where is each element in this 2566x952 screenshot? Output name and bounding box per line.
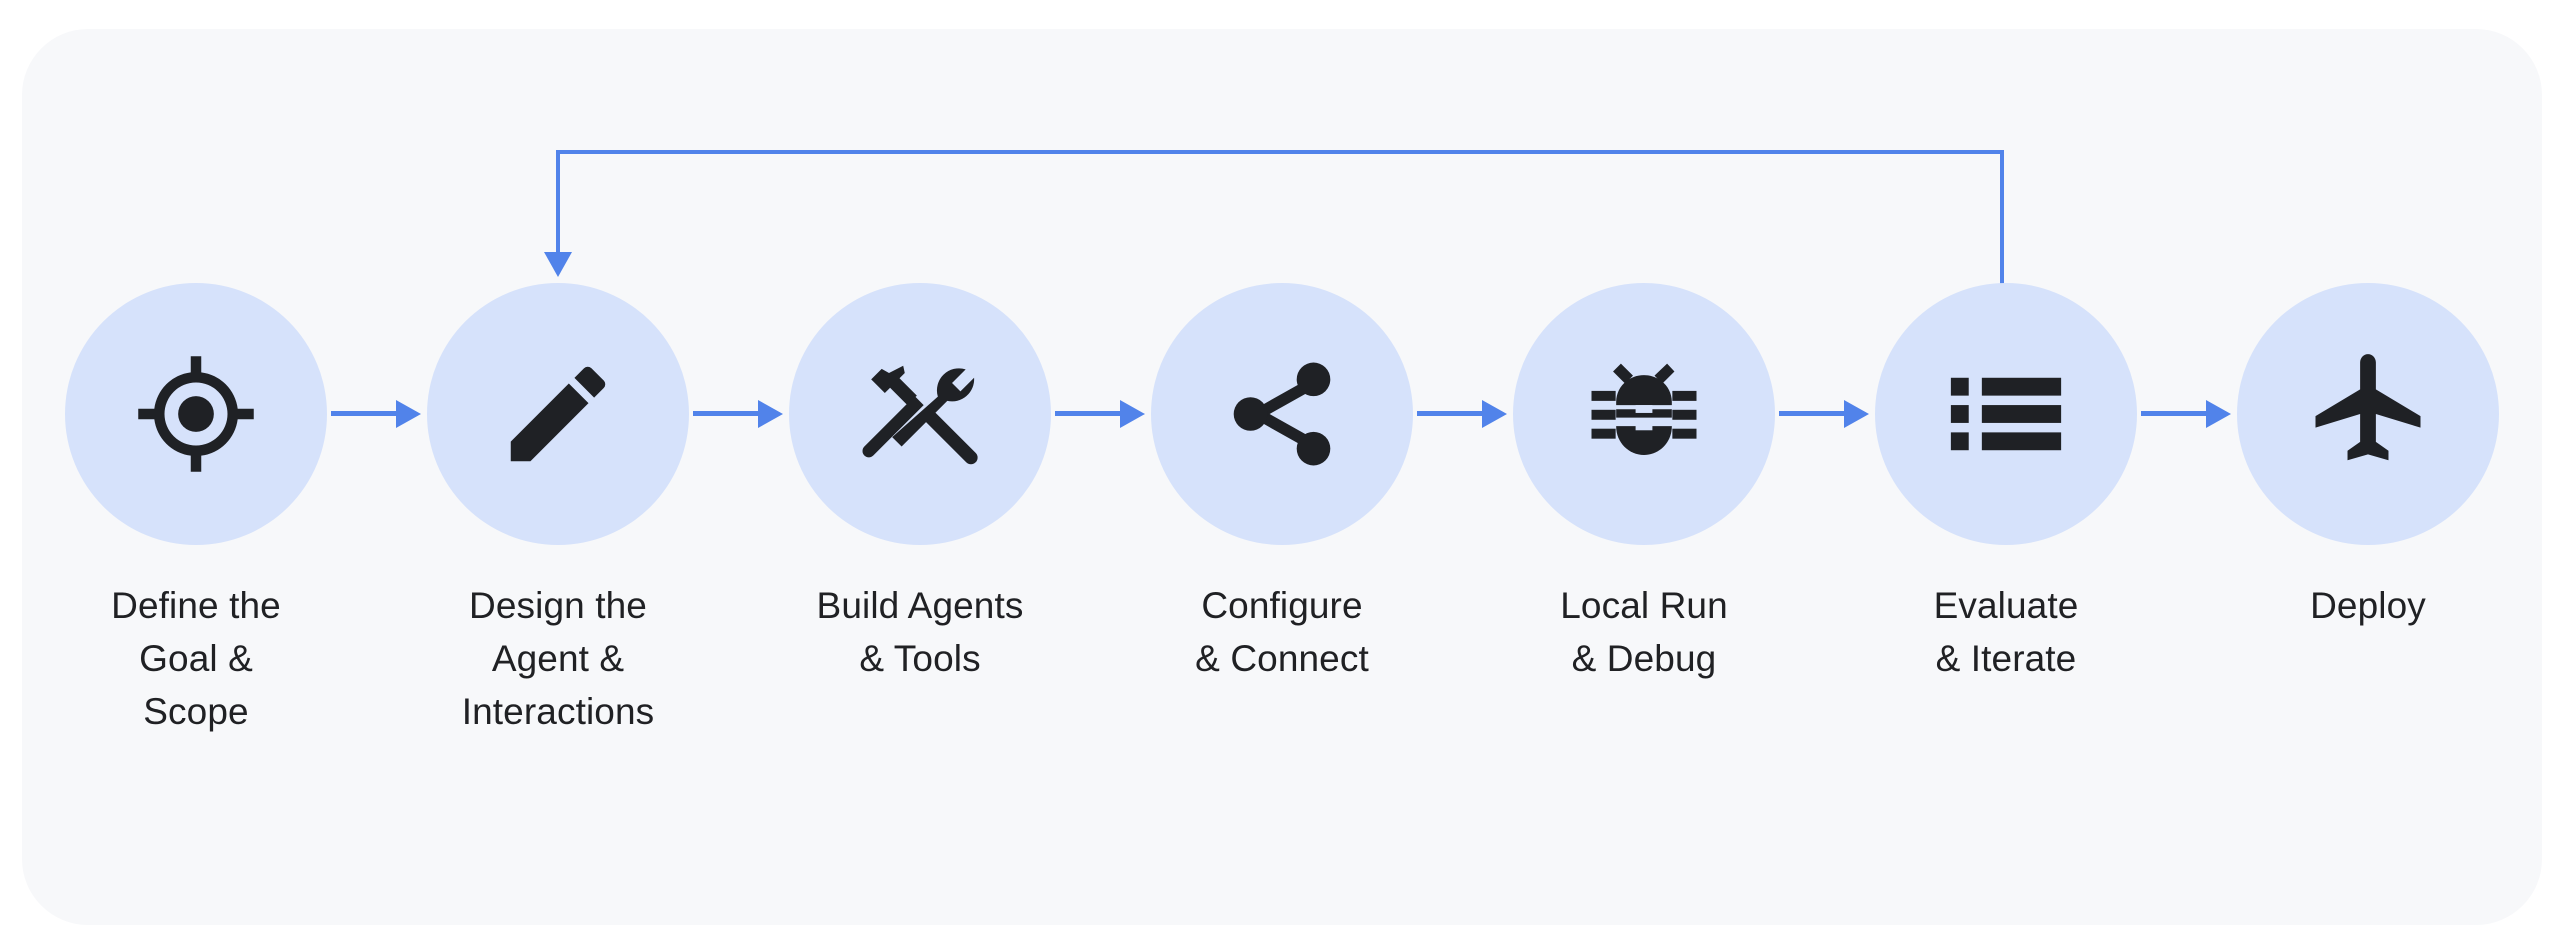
connector-line-2 [693,411,759,416]
connector-arrowhead-icon-3 [1120,400,1145,428]
step-circle-4[interactable] [1151,283,1413,545]
connector-line-4 [1417,411,1483,416]
bug-icon [1581,351,1707,477]
step-circle-1[interactable] [65,283,327,545]
connector-arrowhead-icon-5 [1844,400,1869,428]
step-node-configure-connect[interactable]: Configure & Connect [1151,283,1413,685]
step-node-local-run-debug[interactable]: Local Run & Debug [1513,283,1775,685]
step-label-5: Local Run & Debug [1560,585,1728,679]
connector-arrowhead-icon-2 [758,400,783,428]
step-node-evaluate-iterate[interactable]: Evaluate & Iterate [1875,283,2137,685]
step-label-7: Deploy [2310,585,2426,626]
step-label-6: Evaluate & Iterate [1933,585,2079,679]
list-icon [1943,351,2069,477]
step-label-4: Configure & Connect [1195,585,1369,679]
step-node-build-agents-tools[interactable]: Build Agents & Tools [789,283,1051,685]
connector-line-1 [331,411,397,416]
feedback-loop-right-vertical-line [2000,150,2004,284]
connector-arrowhead-icon-4 [1482,400,1507,428]
step-node-define-goal-scope[interactable]: Define the Goal & Scope [65,283,327,738]
step-circle-7[interactable] [2237,283,2499,545]
step-node-design-agent-interactions[interactable]: Design the Agent & Interactions [427,283,689,738]
step-label-1: Define the Goal & Scope [111,585,281,732]
connector-line-3 [1055,411,1121,416]
share-nodes-icon [1219,351,1345,477]
pencil-icon [495,351,621,477]
airplane-icon [2305,351,2431,477]
step-circle-6[interactable] [1875,283,2137,545]
target-icon [133,351,259,477]
step-label-3: Build Agents & Tools [816,585,1024,679]
feedback-loop-horizontal-line [556,150,2004,154]
feedback-loop-left-vertical-line [556,150,560,252]
connector-arrowhead-icon-1 [396,400,421,428]
step-circle-2[interactable] [427,283,689,545]
feedback-loop-arrowhead-icon [544,252,572,277]
connector-line-6 [2141,411,2207,416]
step-circle-5[interactable] [1513,283,1775,545]
connector-line-5 [1779,411,1845,416]
step-circle-3[interactable] [789,283,1051,545]
step-label-2: Design the Agent & Interactions [461,585,655,732]
hammer-wrench-icon [857,351,983,477]
connector-arrowhead-icon-6 [2206,400,2231,428]
step-node-deploy[interactable]: Deploy [2237,283,2499,632]
